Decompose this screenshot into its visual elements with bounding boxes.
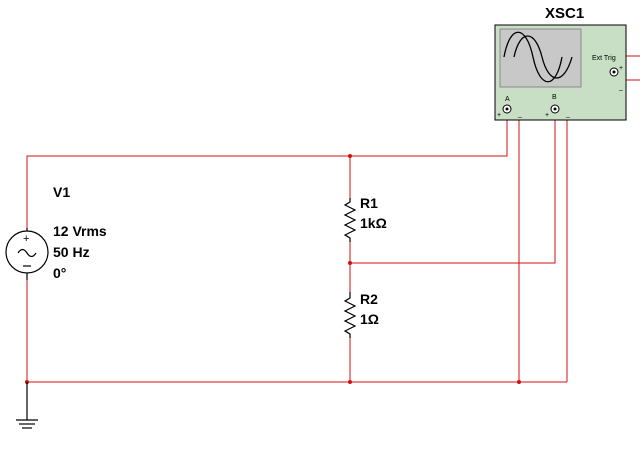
channel-b-minus: _ [565,111,570,118]
waveform-b-icon [513,35,573,79]
channel-b-label: B [552,94,557,101]
source-voltage: 12 Vrms [53,223,107,239]
source-name: V1 [53,184,70,200]
resistor-zigzag-icon [343,198,357,242]
r2-value: 1Ω [360,311,379,327]
junctions [25,154,521,384]
junction-dot [348,154,352,158]
sine-wave-icon [17,248,37,258]
resistor-r2[interactable] [343,292,357,338]
channel-b-plus: + [545,112,549,119]
channel-a-minus: _ [517,111,522,118]
resistor-zigzag-icon [343,292,357,338]
resistor-r1[interactable] [343,198,357,242]
channel-a-plus: + [497,112,501,119]
channel-a-label: A [505,96,510,103]
wire-mid-to-scope-b-plus[interactable] [350,114,556,264]
junction-dot [517,380,521,384]
ac-voltage-source[interactable]: + [5,228,49,280]
source-frequency: 50 Hz [53,244,90,260]
wire-top-rail[interactable] [26,114,508,228]
ground-icon[interactable] [16,382,38,429]
r1-value: 1kΩ [360,215,387,231]
r2-name: R2 [360,291,378,307]
ext-trig-minus: _ [618,84,623,91]
ext-trig-plus: + [619,65,623,72]
ext-trig-label: Ext Trig [592,55,616,62]
source-plus-sign: + [23,233,29,245]
source-phase: 0° [53,265,66,281]
oscilloscope[interactable]: Ext Trig + _ A + _ B + _ [494,24,627,121]
junction-dot [348,261,352,265]
oscilloscope-name: XSC1 [545,5,584,22]
junction-dot [348,380,352,384]
r1-name: R1 [360,195,378,211]
